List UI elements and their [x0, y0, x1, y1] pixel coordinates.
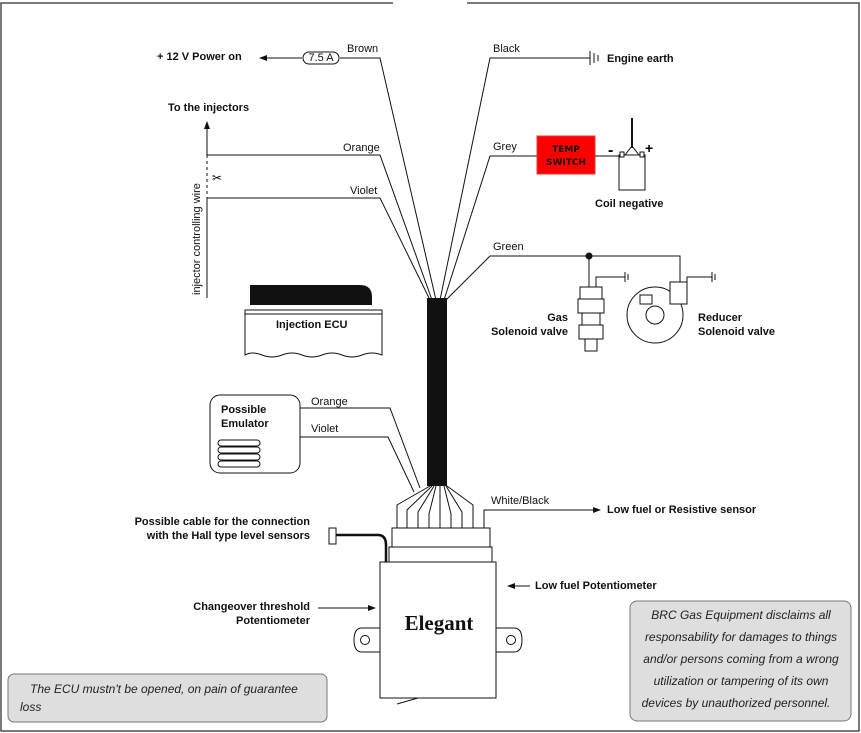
warning-note: The ECU mustn't be opened, on pain of gu…: [7, 673, 328, 723]
svg-text:Violet: Violet: [311, 423, 338, 435]
black-label: Black: [493, 43, 520, 55]
svg-text:utilization or tampering of it: utilization or tampering of its own: [654, 674, 829, 688]
injectors-label: To the injectors: [168, 102, 249, 114]
svg-text:Possible cable for the connect: Possible cable for the connection: [135, 516, 311, 528]
svg-text:with the Hall type level senso: with the Hall type level sensors: [146, 530, 310, 542]
coil-icon: [618, 118, 646, 191]
gas-valve-icon: [577, 286, 605, 352]
hall-cable: Possible cable for the connection with t…: [135, 516, 388, 562]
grey-label: Grey: [493, 141, 517, 153]
svg-text:Gas: Gas: [547, 312, 568, 324]
svg-text:loss: loss: [20, 700, 41, 714]
fuse-icon: [302, 51, 340, 65]
svg-text:Emulator: Emulator: [221, 418, 269, 430]
solenoid-wiring: Green Gas Solenoid valve Reducer Solenoi…: [445, 241, 775, 352]
svg-text:The ECU mustn't be opened, on: The ECU mustn't be opened, on pain of gu…: [30, 682, 298, 696]
scissors-icon: ✂: [212, 171, 222, 185]
svg-text:Orange: Orange: [311, 396, 348, 408]
ground-icon: [624, 272, 629, 282]
svg-text:SWITCH: SWITCH: [546, 158, 586, 168]
temp-wiring: Grey TEMP SWITCH - + Coil negative: [443, 118, 663, 301]
ground-icon: [589, 51, 599, 65]
svg-text:devices by unauthorized person: devices by unauthorized personnel.: [642, 696, 831, 710]
svg-text:and/or persons coming from a w: and/or persons coming from a wrong: [643, 652, 839, 666]
svg-text:Solenoid valve: Solenoid valve: [698, 326, 775, 338]
ecu-connector: [250, 285, 372, 305]
power-label: + 12 V Power on: [157, 51, 242, 63]
hall-connector-icon: [328, 527, 337, 545]
brown-label: Brown: [347, 43, 378, 55]
control-wire-label: injector controlling wire: [191, 183, 203, 295]
svg-text:-: -: [608, 142, 613, 159]
fuse-label: 7.5 A: [308, 52, 334, 64]
power-wire: + 12 V Power on 7.5 A Brown: [157, 43, 437, 301]
svg-text:Potentiometer: Potentiometer: [236, 615, 311, 627]
earth-wire: Black Engine earth: [439, 43, 674, 301]
injection-ecu-label: Injection ECU: [276, 319, 348, 331]
svg-text:BRC Gas Equipment disclaims al: BRC Gas Equipment disclaims all: [651, 608, 831, 622]
orange-label: Orange: [343, 142, 380, 154]
fan-wires: White/Black Low fuel or Resistive sensor: [396, 485, 757, 528]
temp-switch: [536, 135, 596, 175]
injector-wiring: To the injectors ✂ injector controlling …: [168, 102, 433, 358]
ecu-name: Elegant: [405, 611, 474, 635]
svg-text:responsability for damages to: responsability for damages to things: [645, 630, 837, 644]
svg-text:Possible: Possible: [221, 404, 266, 416]
svg-text:Changeover threshold: Changeover threshold: [193, 601, 310, 613]
wire-bundle: [427, 298, 447, 486]
white-black-label: White/Black: [491, 495, 550, 507]
disclaimer-note: BRC Gas Equipment disclaims all responsa…: [629, 600, 852, 722]
svg-text:Solenoid valve: Solenoid valve: [491, 326, 568, 338]
svg-text:Reducer: Reducer: [698, 312, 743, 324]
green-label: Green: [493, 241, 524, 253]
svg-text:TEMP: TEMP: [552, 145, 580, 155]
reducer-valve-icon: [626, 281, 688, 344]
engine-earth-label: Engine earth: [607, 53, 674, 65]
elegant-ecu: Elegant Low fuel Potentiometer Changeove…: [193, 527, 657, 705]
low-fuel-sensor-label: Low fuel or Resistive sensor: [607, 504, 757, 516]
coil-negative-label: Coil negative: [595, 198, 663, 210]
emulator: Possible Emulator Orange Violet: [209, 394, 421, 493]
svg-text:+: +: [645, 140, 653, 156]
low-fuel-pot-label: Low fuel Potentiometer: [535, 580, 657, 592]
violet-label: Violet: [350, 185, 377, 197]
ground-icon: [711, 272, 716, 282]
